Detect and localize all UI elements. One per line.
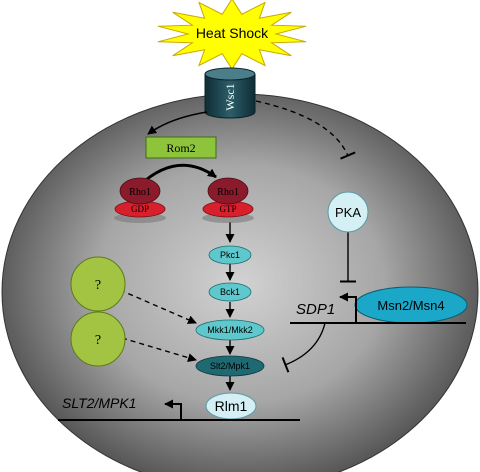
sdp1-transcription-arrow: [339, 292, 357, 323]
slt2-promoter: SLT2/MPK1: [58, 395, 300, 421]
heat-shock-label: Heat Shock: [196, 25, 269, 41]
edge-question2-slt2: [121, 337, 197, 363]
rlm1-label: Rlm1: [215, 398, 248, 414]
slt2-mpk1-label: Slt2/Mpk1: [210, 361, 250, 371]
rho1-gtp-node: Rho1 GTP: [202, 177, 254, 223]
msn2-msn4-label: Msn2/Msn4: [377, 298, 444, 313]
rom2-label: Rom2: [166, 141, 195, 155]
slt2-gene-label: SLT2/MPK1: [62, 395, 136, 411]
mkk1-mkk2-label: Mkk1/Mkk2: [207, 325, 253, 335]
unknown-input-2-label: ?: [95, 333, 101, 348]
gtp-label: GTP: [219, 204, 236, 214]
pka-node: PKA: [327, 191, 369, 233]
wsc1-sensor: Wsc1: [204, 67, 256, 119]
bck1-node: Bck1: [208, 282, 252, 302]
slt2-mpk1-node: Slt2/Mpk1: [195, 355, 265, 377]
sdp1-gene-label: SDP1: [296, 301, 335, 318]
gdp-label: GDP: [131, 204, 149, 214]
pka-label: PKA: [335, 205, 361, 220]
mkk1-mkk2-node: Mkk1/Mkk2: [195, 319, 265, 341]
pkc1-label: Pkc1: [220, 250, 240, 260]
rho1-gdp-node: Rho1 GDP: [114, 177, 166, 223]
slt2-transcription-arrow: [164, 399, 182, 420]
pkc1-node: Pkc1: [208, 245, 252, 265]
edge-wsc1-pka: [255, 100, 356, 160]
rho1-gdp-label: Rho1: [129, 187, 151, 198]
edge-question1-mkk: [119, 289, 197, 324]
edge-wsc1-rom2: [147, 111, 208, 135]
unknown-input-1-label: ?: [95, 278, 101, 293]
unknown-input-1: ?: [70, 256, 126, 312]
msn2-msn4-node: Msn2/Msn4: [354, 286, 468, 324]
edge-sdp1-slt2: [281, 322, 326, 373]
heat-shock-burst: Heat Shock: [157, 0, 307, 70]
bck1-label: Bck1: [220, 287, 240, 297]
unknown-input-2: ?: [70, 311, 126, 367]
wsc1-label: Wsc1: [223, 83, 237, 110]
rom2-node: Rom2: [145, 136, 217, 159]
sdp1-promoter: SDP1: [290, 292, 466, 324]
rlm1-node: Rlm1: [205, 392, 257, 420]
rho1-gtp-label: Rho1: [217, 187, 239, 198]
